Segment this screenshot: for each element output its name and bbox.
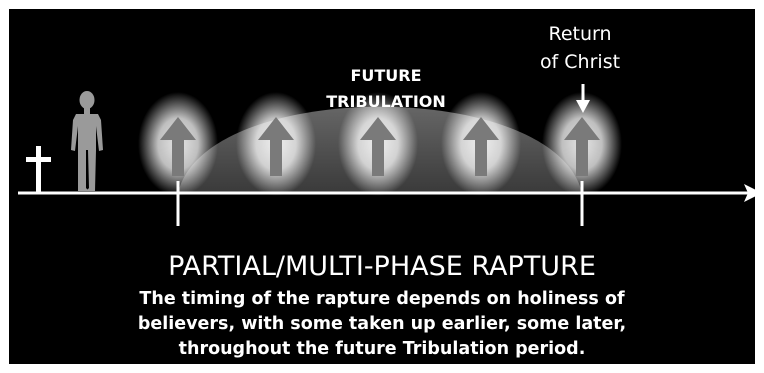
up-arrow-icon bbox=[258, 117, 294, 176]
tribulation-label: FUTURE TRIBULATION bbox=[286, 63, 486, 115]
up-arrow-icon bbox=[564, 117, 600, 176]
description-line-2: believers, with some taken up earlier, s… bbox=[137, 314, 627, 334]
down-arrow-icon bbox=[576, 100, 590, 113]
return-of-christ-label: Return of Christ bbox=[518, 20, 642, 76]
diagram-description: The timing of the rapture depends on hol… bbox=[0, 287, 764, 362]
tribulation-label-line-1: FUTURE bbox=[350, 66, 422, 85]
diagram-title: PARTIAL/MULTI-PHASE RAPTURE bbox=[168, 251, 596, 282]
up-arrow-icon bbox=[160, 117, 196, 176]
person-icon bbox=[71, 91, 103, 191]
description-line-1: The timing of the rapture depends on hol… bbox=[139, 289, 625, 309]
tribulation-label-line-2: TRIBULATION bbox=[326, 92, 446, 111]
timeline-arrow-icon bbox=[744, 184, 762, 202]
up-arrow-icon bbox=[463, 117, 499, 176]
return-label-line-1: Return bbox=[548, 23, 612, 45]
description-line-3: throughout the future Tribulation period… bbox=[178, 339, 586, 359]
return-label-line-2: of Christ bbox=[539, 51, 621, 73]
cross-icon bbox=[26, 146, 51, 192]
up-arrow-icon bbox=[360, 117, 396, 176]
